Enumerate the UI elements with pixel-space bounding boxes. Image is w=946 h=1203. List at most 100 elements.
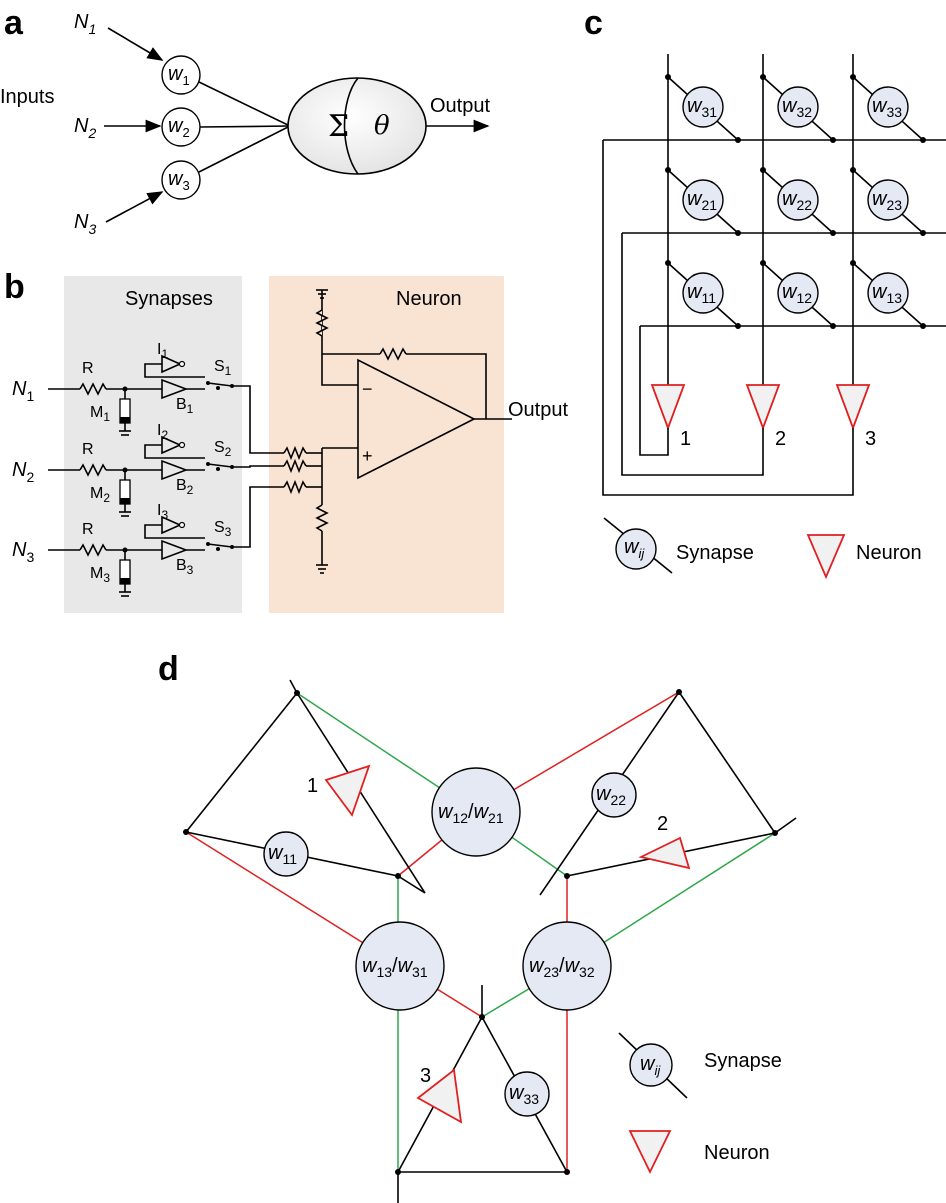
crossbar-synapse	[867, 86, 909, 128]
legend-synapse-symbol: wij	[624, 536, 645, 561]
column-junction	[760, 260, 766, 266]
weight-line-2	[199, 125, 291, 128]
row-junction	[830, 137, 836, 143]
inverter-bubble	[178, 521, 186, 529]
crossbar-synapse	[682, 86, 724, 128]
switch-contact-b	[216, 467, 220, 471]
column-junction	[665, 167, 671, 173]
feedback-loop-3	[602, 140, 854, 496]
legend-synapse-label: Synapse	[704, 1050, 782, 1072]
row-junction	[920, 137, 926, 143]
buffer-label: B2	[176, 477, 194, 497]
crossbar-synapse	[777, 179, 819, 221]
row-junction	[920, 323, 926, 329]
network-junction	[564, 1169, 570, 1175]
weight-line-3	[198, 125, 291, 173]
tri1-edge	[296, 692, 426, 894]
row-junction	[735, 137, 741, 143]
row-junction	[735, 323, 741, 329]
resistor-label: R	[82, 360, 94, 377]
summing-resistor	[283, 458, 307, 474]
inverter-wire	[144, 444, 205, 459]
crossbar-synapse-label: w11	[687, 281, 716, 306]
row-junction	[735, 230, 741, 236]
synapse-input-label: N3	[12, 539, 34, 565]
panel-a: a Inputs N1 N2 N3 w1 w2 w3 Σ θ Output	[0, 4, 490, 237]
panel-d-letter: d	[158, 650, 179, 688]
input-arrow-3	[105, 191, 164, 223]
network-junction	[564, 873, 570, 879]
op-amp-minus: −	[362, 379, 373, 399]
weight-w2-label: w2	[168, 115, 190, 140]
network-neuron-number: 2	[657, 813, 668, 835]
switch-label: S1	[214, 358, 232, 378]
weight-w1-circle	[161, 55, 201, 95]
coupled-synapse-label: w12/w21	[438, 801, 504, 826]
feedback-wire-right	[406, 353, 487, 419]
input-n3-label: N3	[74, 211, 96, 237]
switch-contact-b	[216, 386, 220, 390]
inverter-wire	[144, 363, 205, 378]
theta-symbol: θ	[374, 111, 390, 141]
crossbar-synapse	[777, 272, 819, 314]
self-synapse-label: w11	[268, 842, 297, 867]
input-resistor	[79, 463, 107, 477]
column-junction	[850, 260, 856, 266]
op-amp-plus: +	[362, 446, 373, 466]
self-synapse	[591, 772, 637, 818]
input-n2-label: N2	[74, 115, 96, 141]
column-junction	[850, 167, 856, 173]
neuron-divider	[343, 77, 359, 175]
tri1-edge	[185, 692, 298, 833]
crossbar-synapse-label: w12	[782, 281, 812, 306]
crossbar-synapse-label: w31	[687, 95, 717, 120]
inverter-label: I3	[157, 502, 168, 522]
network-neuron-number: 3	[420, 1065, 431, 1087]
self-synapse	[504, 1071, 550, 1117]
input-resistor	[79, 543, 107, 557]
memristor-label: M3	[90, 565, 110, 585]
panel-b: b Synapses Neuron N1RM1I1B1S1N2RM2I2B2S2…	[4, 268, 568, 613]
crossbar-neuron	[745, 384, 781, 431]
inverter-bubble	[178, 441, 186, 449]
summing-resistor	[283, 445, 307, 461]
inputs-label: Inputs	[0, 86, 54, 108]
memristor-label: M2	[90, 485, 110, 505]
crossbar-synapse	[682, 179, 724, 221]
crossbar-neuron	[835, 384, 871, 431]
crossbar-synapse-label: w23	[872, 188, 902, 213]
memristor-label: M1	[90, 404, 110, 424]
crossbar-synapse-label: w32	[782, 95, 812, 120]
summing-resistor	[283, 479, 307, 495]
network-neuron-1	[324, 764, 371, 817]
switch-output-wire	[232, 486, 284, 548]
input-resistor	[79, 382, 107, 396]
legend-synapse-icon	[629, 1043, 673, 1087]
weight-w1-label: w1	[168, 63, 190, 88]
tri2-stub	[774, 817, 797, 834]
feedback-loop-2	[621, 233, 764, 476]
inverter-bubble	[178, 360, 186, 368]
feedback-resistor	[379, 347, 407, 361]
resistor-label: R	[82, 521, 94, 538]
weight-w3-circle	[161, 160, 201, 200]
network-junction	[183, 829, 189, 835]
synapse-input-label: N2	[12, 459, 34, 485]
crossbar-synapse	[682, 272, 724, 314]
switch-output-wire	[232, 465, 284, 468]
switch-label: S3	[214, 519, 232, 539]
weight-w3-label: w3	[168, 168, 190, 193]
memristor-band	[120, 498, 130, 504]
network-junction	[395, 1169, 401, 1175]
input-n1-label: N1	[74, 11, 96, 37]
memristor-band	[120, 417, 130, 423]
legend-neuron-icon	[628, 1130, 672, 1175]
switch-contact-b	[216, 547, 220, 551]
legend-synapse-symbol: wij	[640, 1053, 661, 1078]
self-synapse	[263, 831, 309, 877]
crossbar-synapse-label: w22	[782, 188, 812, 213]
